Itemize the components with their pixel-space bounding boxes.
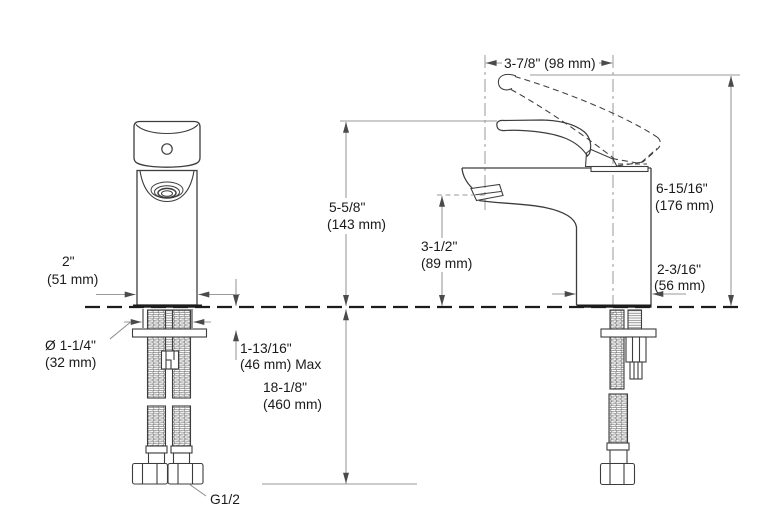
front-view <box>133 120 202 308</box>
dim-label: (56 mm) <box>654 278 705 293</box>
leader-line <box>188 483 207 497</box>
front-spout-dome <box>139 170 195 203</box>
dim-outlet-height: 3-1/2" (89 mm) <box>418 194 486 306</box>
raised-handle-tip <box>497 73 517 91</box>
hose-neck <box>147 452 166 465</box>
front-handle-button <box>161 143 173 155</box>
dim-overall-height: 6-15/16" (176 mm) <box>530 74 740 306</box>
side-aerator <box>470 183 504 202</box>
dim-connection-thread: G1/2 <box>188 483 240 507</box>
handle-raised-phantom <box>497 73 661 167</box>
dim-label: (51 mm) <box>47 272 98 287</box>
side-spout-nose <box>461 167 473 189</box>
dim-label: 6-15/16" <box>656 181 708 196</box>
side-aerator-line <box>473 191 502 196</box>
dim-base-width: 2" (51 mm) <box>47 254 240 298</box>
leader-line <box>109 322 131 340</box>
mounting-bracket <box>160 350 180 370</box>
dim-label: (89 mm) <box>421 256 472 271</box>
dim-base-depth: 2-3/16" (56 mm) <box>552 262 705 297</box>
hose-collar <box>145 445 168 454</box>
front-view-supply <box>131 309 208 485</box>
mounting-nut <box>625 336 647 380</box>
front-base <box>133 304 202 308</box>
front-handle-outline <box>133 120 201 168</box>
supply-hose <box>146 405 167 447</box>
dim-spout-reach: 3-7/8" (98 mm) <box>485 56 613 71</box>
dim-label: 2-3/16" <box>657 262 701 277</box>
hose-neck <box>609 449 628 465</box>
dim-spout-tip-height: 5-5/8" (143 mm) <box>324 120 497 306</box>
front-handle-face-arc <box>135 124 199 134</box>
side-view <box>461 55 661 318</box>
handle-base-plate <box>590 165 649 173</box>
side-spout-underside <box>478 199 578 305</box>
dim-label: G1/2 <box>210 492 240 507</box>
dim-label: Ø 1-1/4" <box>45 338 96 353</box>
mounting-washer <box>131 328 208 338</box>
dim-label: (460 mm) <box>263 397 322 412</box>
handle-lever <box>496 119 592 158</box>
mounting-washer <box>600 328 657 338</box>
dim-label: (32 mm) <box>45 355 96 370</box>
supply-nut <box>131 462 169 485</box>
side-view-supply <box>599 309 657 486</box>
dim-label: 3-7/8" (98 mm) <box>504 56 596 71</box>
dim-label: 1-13/16" <box>240 341 292 356</box>
dim-label: (143 mm) <box>327 217 386 232</box>
supply-hose <box>171 405 192 447</box>
dim-label: 3-1/2" <box>421 239 457 254</box>
side-base <box>576 304 652 308</box>
supply-hose <box>609 309 625 390</box>
dim-label: (46 mm) Max <box>240 357 321 372</box>
dim-label: 2" <box>62 254 75 269</box>
dim-supply-length: 18-1/8" (460 mm) <box>262 309 417 485</box>
supply-hose <box>608 393 629 444</box>
dim-label: 5-5/8" <box>329 200 365 215</box>
hose-neck <box>172 452 191 465</box>
hose-collar <box>170 445 193 454</box>
supply-nut <box>167 462 204 485</box>
mounting-rod <box>627 309 643 330</box>
dim-label: 18-1/8" <box>263 380 307 395</box>
front-aerator <box>150 181 184 199</box>
supply-nut <box>599 462 636 486</box>
dim-hole-diameter: Ø 1-1/4" (32 mm) <box>45 319 211 370</box>
dim-label: (176 mm) <box>655 198 714 213</box>
dim-deck-thickness: 1-13/16" (46 mm) Max <box>233 279 321 372</box>
hose-collar <box>606 442 630 451</box>
